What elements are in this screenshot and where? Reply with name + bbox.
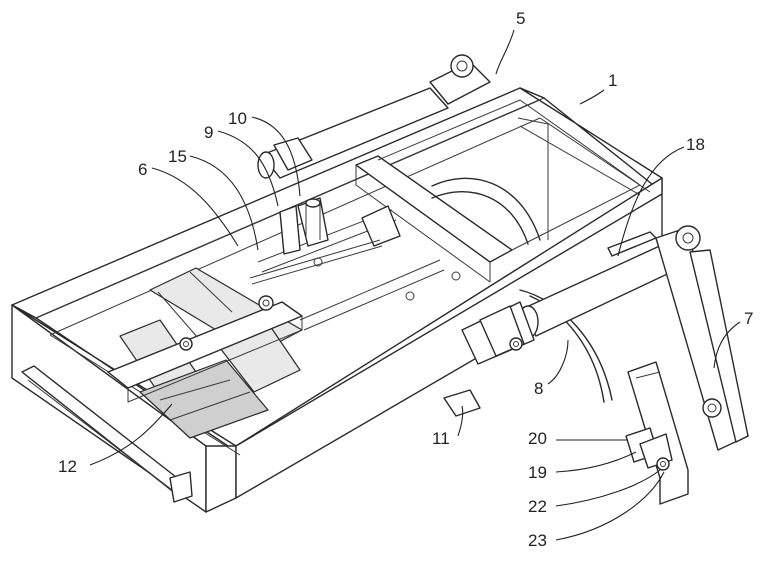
callout-15: 15 bbox=[168, 147, 187, 166]
callout-9: 9 bbox=[204, 123, 213, 142]
callout-23: 23 bbox=[528, 531, 547, 550]
inner-carriage bbox=[107, 197, 461, 439]
callout-leaders bbox=[89, 29, 741, 541]
callout-8: 8 bbox=[534, 379, 543, 398]
callout-19: 19 bbox=[528, 463, 547, 482]
callout-5: 5 bbox=[516, 9, 525, 28]
callout-1: 1 bbox=[608, 71, 617, 90]
callout-7: 7 bbox=[744, 309, 753, 328]
callout-10: 10 bbox=[228, 109, 247, 128]
callout-18: 18 bbox=[686, 135, 705, 154]
callout-6: 6 bbox=[138, 160, 147, 179]
callout-12: 12 bbox=[58, 457, 77, 476]
callout-labels: 5 1 10 9 15 6 18 7 8 11 12 20 19 22 23 bbox=[58, 9, 753, 550]
callout-11: 11 bbox=[432, 429, 450, 448]
callout-22: 22 bbox=[528, 497, 547, 516]
callout-20: 20 bbox=[528, 429, 547, 448]
rear-hydraulic-cylinder bbox=[257, 54, 491, 179]
main-frame bbox=[11, 87, 663, 513]
bottom-block bbox=[443, 389, 481, 417]
front-tube bbox=[21, 365, 193, 503]
